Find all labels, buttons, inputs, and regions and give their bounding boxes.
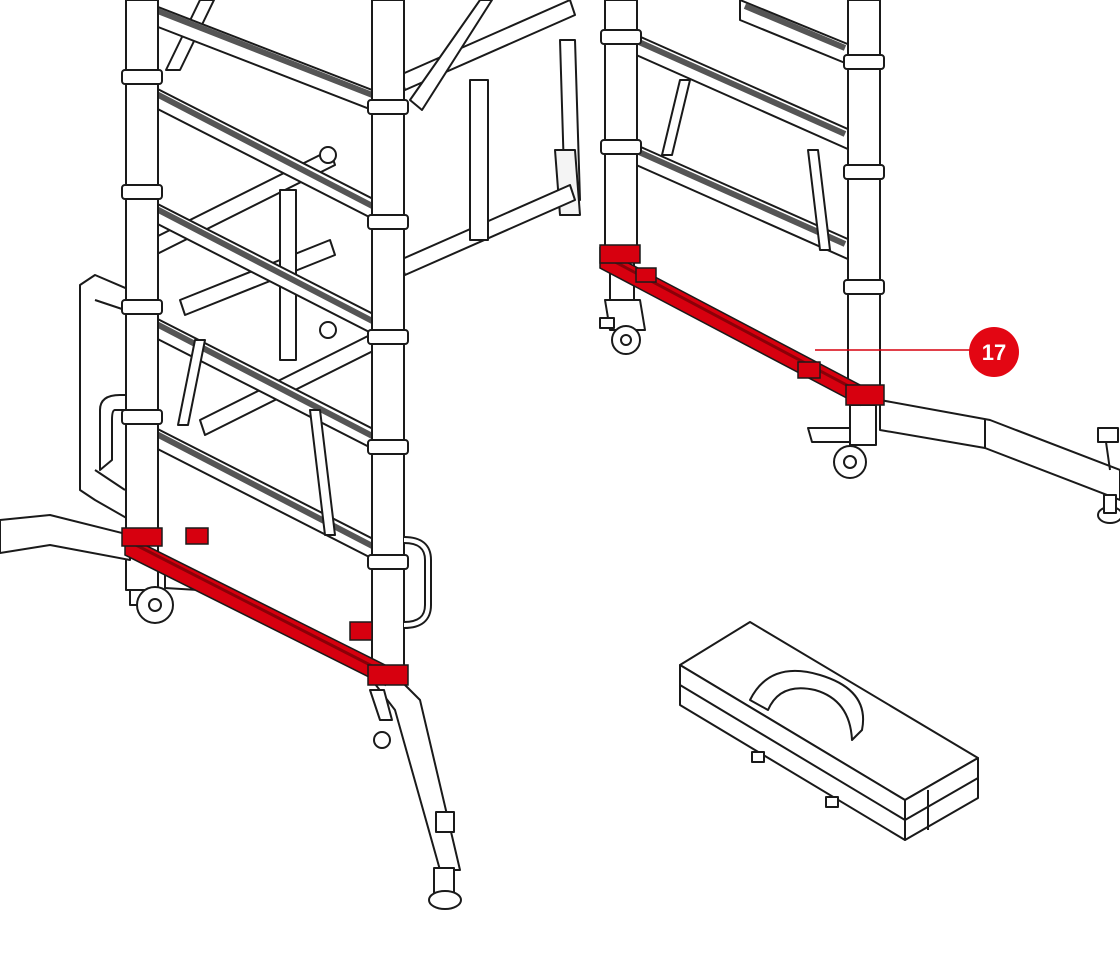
- front-frame: [0, 0, 462, 910]
- stabiliser-outrigger-left: [0, 514, 131, 561]
- stabiliser-brace-rear: [599, 244, 885, 407]
- rear-rungs: [624, 0, 851, 261]
- carry-bag-icon: [679, 621, 979, 841]
- front-left-upright: [125, 0, 159, 591]
- centre-bracing: [149, 0, 576, 436]
- stabiliser-outrigger-right: [879, 399, 1120, 524]
- stabiliser-outrigger-front: [369, 679, 462, 910]
- rear-frame: [554, 0, 1120, 524]
- stabiliser-brace-front: [121, 527, 409, 687]
- castor-wheel-rear-right: [807, 404, 877, 479]
- callout-17: 17: [815, 327, 1019, 377]
- callout-number: 17: [982, 340, 1006, 365]
- callout-badge: [969, 327, 1019, 377]
